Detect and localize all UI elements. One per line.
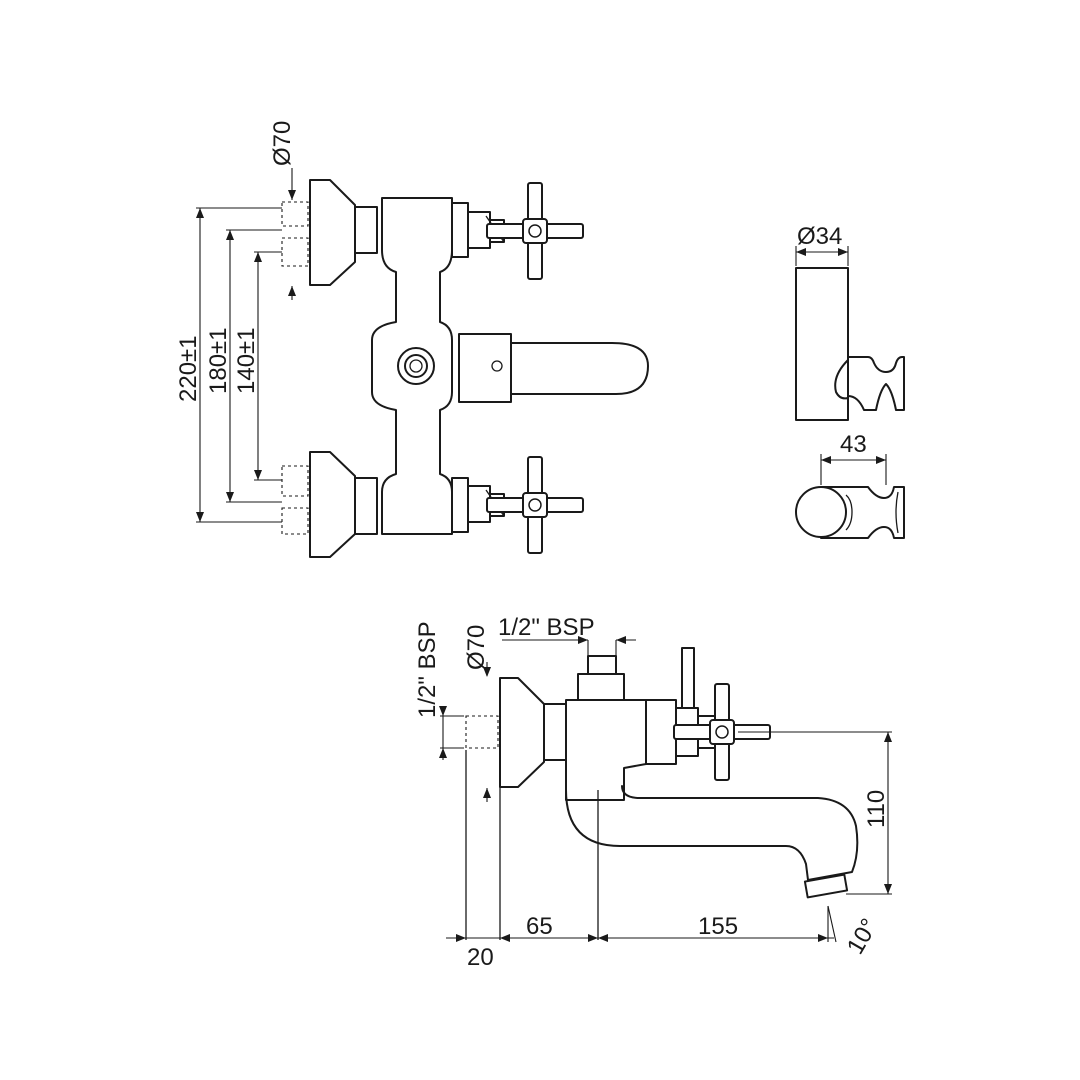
dim-outlet-diameter: Ø70 xyxy=(269,121,296,300)
side-view: 1/2" BSP Ø70 1/2" BSP 110 xyxy=(414,614,892,971)
lower-inlet-assembly xyxy=(281,451,378,558)
spout-height-label: 110 xyxy=(863,790,890,828)
side-valve xyxy=(645,647,771,781)
centres-220-label: 220±1 xyxy=(175,335,202,402)
holder-front-view: Ø34 xyxy=(795,223,905,421)
diverter-lever xyxy=(458,333,649,403)
side-top-outlet xyxy=(577,655,625,701)
dim-flange-diameter: Ø70 xyxy=(463,625,491,802)
lower-valve xyxy=(451,456,584,554)
diverter-knob xyxy=(397,347,435,385)
spout-aerator xyxy=(803,873,849,899)
side-body xyxy=(565,699,647,801)
inlet-thread-label: 1/2" BSP xyxy=(414,621,441,718)
holder-diameter-label: Ø34 xyxy=(797,223,842,250)
front-outlet-diameter-label: Ø70 xyxy=(269,121,296,166)
centres-180-label: 180±1 xyxy=(205,327,232,394)
offset-65-label: 65 xyxy=(526,913,553,940)
dim-spout-height: 110 xyxy=(738,731,892,895)
dim-top-thread: 1/2" BSP xyxy=(498,614,636,656)
lower-cross-handle-icon xyxy=(486,456,584,554)
holder-width-label: 43 xyxy=(840,431,867,458)
spout-reach-label: 155 xyxy=(698,913,738,940)
front-view: Ø70 220±1 180±1 140±1 xyxy=(175,121,649,558)
centres-140-label: 140±1 xyxy=(233,327,260,394)
handshower-holder: Ø34 43 xyxy=(795,223,905,539)
dim-inlet-thread: 1/2" BSP xyxy=(414,621,464,760)
offset-20-label: 20 xyxy=(467,944,494,971)
dim-bottom-chain: 20 65 155 10° xyxy=(446,905,884,971)
spout-angle-label: 10° xyxy=(842,914,884,959)
side-flange-diameter-label: Ø70 xyxy=(463,625,490,670)
spout xyxy=(565,785,859,881)
upper-cross-handle-icon xyxy=(486,182,584,280)
mixer-body xyxy=(371,197,453,535)
side-inlet xyxy=(465,677,567,788)
dim-centres: 220±1 180±1 140±1 xyxy=(175,207,282,523)
top-thread-label: 1/2" BSP xyxy=(498,614,595,641)
upper-valve xyxy=(451,182,584,280)
upper-inlet-assembly xyxy=(281,179,378,286)
holder-top-view: 43 xyxy=(795,431,905,539)
